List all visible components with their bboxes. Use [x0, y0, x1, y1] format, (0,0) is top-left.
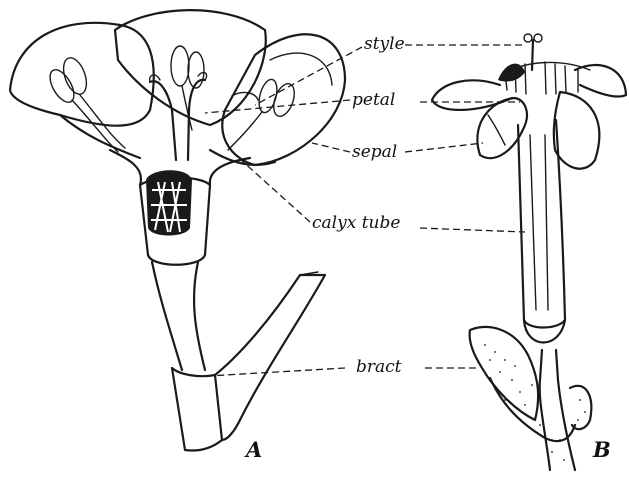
leader-sepal-b — [405, 143, 483, 152]
figure-label-b: B — [593, 439, 611, 460]
leader-calyx-tube-b — [420, 228, 525, 232]
figure-label-a: A — [246, 439, 262, 460]
leader-sepal-a — [312, 143, 350, 152]
label-calyx-tube: calyx tube — [312, 215, 400, 232]
label-petal: petal — [352, 92, 395, 109]
label-sepal: sepal — [352, 144, 397, 161]
leader-bract-a — [208, 368, 345, 376]
label-bract: bract — [356, 359, 402, 376]
flower-a-section — [10, 10, 345, 450]
leader-calyx-tube-a — [230, 150, 310, 222]
label-style: style — [364, 36, 405, 53]
flower-b-external — [432, 34, 626, 470]
